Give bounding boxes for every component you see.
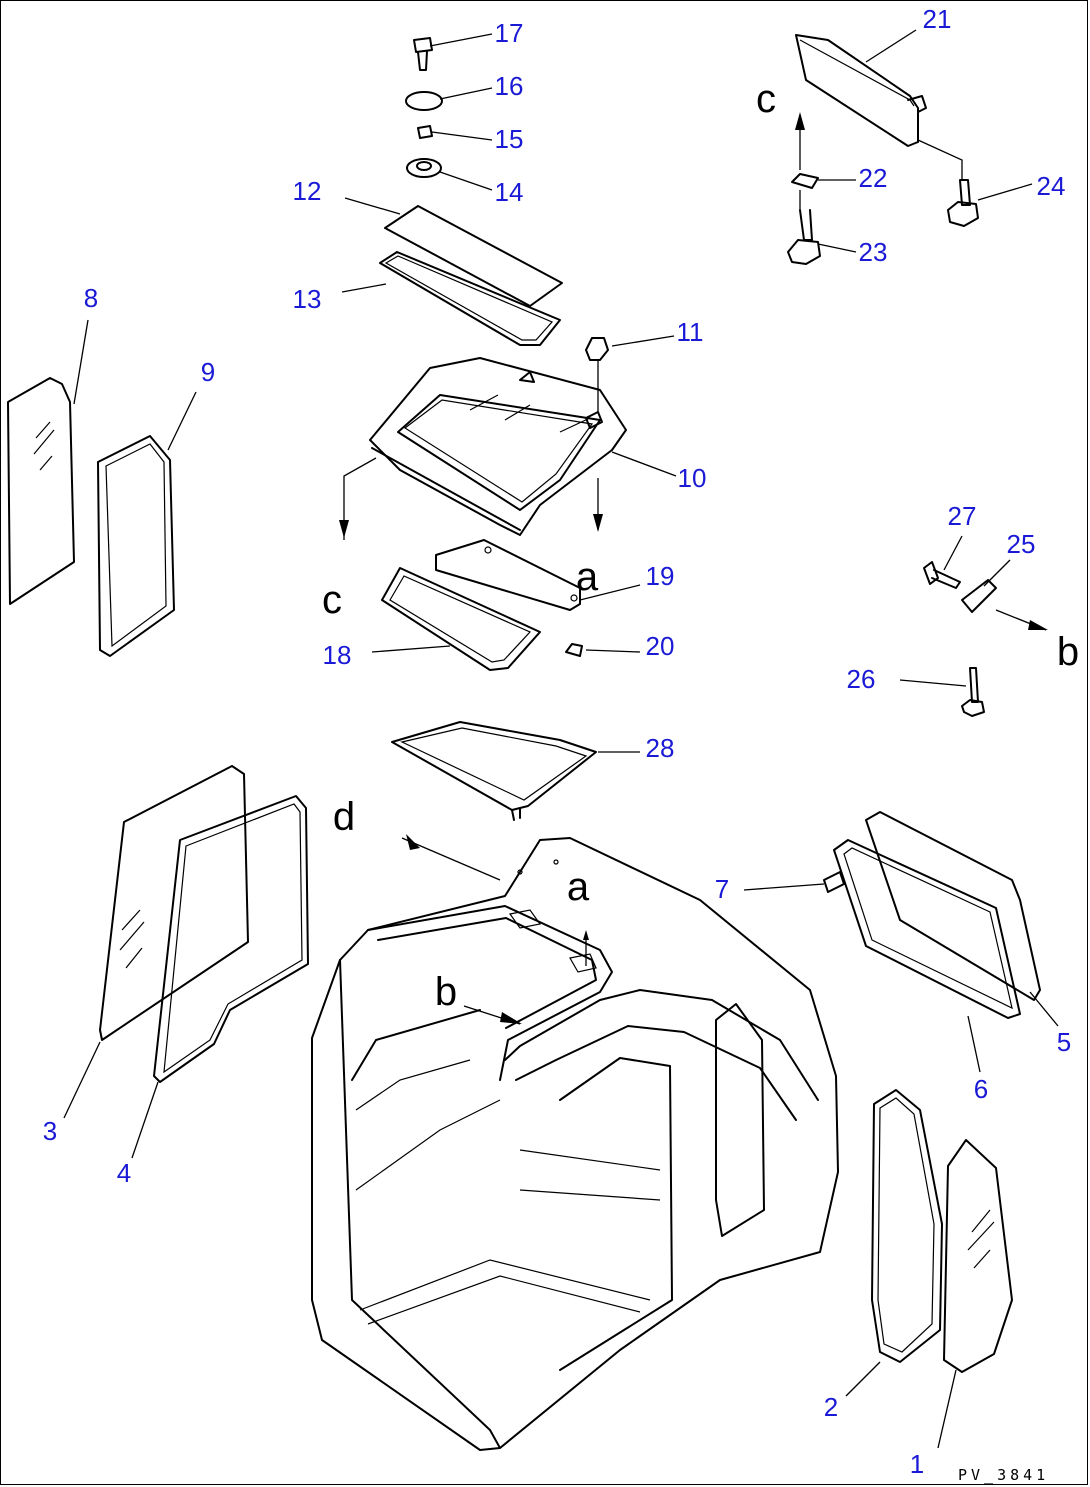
callout-3: 3	[43, 1116, 57, 1146]
callout-1: 1	[910, 1449, 924, 1479]
callout-2: 2	[824, 1392, 838, 1422]
part-5-glass	[865, 811, 1041, 1001]
part-6-seal	[833, 839, 1021, 1019]
part-11-nut	[585, 337, 609, 361]
callout-24: 24	[1037, 171, 1066, 201]
callout-25: 25	[1007, 529, 1036, 559]
callout-23: 23	[859, 237, 888, 267]
part-15-spacer	[417, 125, 433, 139]
part-7-latch	[823, 871, 845, 893]
part-10-roof-frame	[369, 357, 627, 536]
callout-13: 13	[293, 284, 322, 314]
callout-16: 16	[495, 71, 524, 101]
ref-letter-b2: b	[435, 970, 457, 1014]
leader-lines	[63, 29, 1059, 1449]
callout-labels: 1234567891011121314151617181920212223242…	[43, 4, 1071, 1479]
callout-7: 7	[715, 874, 729, 904]
part-26-bolt	[961, 667, 985, 717]
part-16-washer	[405, 91, 443, 111]
callout-4: 4	[117, 1158, 131, 1188]
callout-26: 26	[847, 664, 876, 694]
part-23-bolt	[787, 209, 821, 265]
part-1-glass	[943, 1139, 1013, 1373]
part-22-bracket	[791, 173, 819, 189]
callout-14: 14	[495, 177, 524, 207]
part-3-glass	[99, 765, 249, 1041]
part-12-glass	[384, 205, 563, 307]
ref-letter-b1: b	[1057, 630, 1079, 674]
arrows	[339, 112, 1048, 1025]
callout-9: 9	[201, 357, 215, 387]
callout-27: 27	[948, 501, 977, 531]
ref-letter-c2: c	[322, 578, 342, 622]
part-17-bolt	[413, 37, 433, 71]
part-19-plate	[435, 539, 581, 611]
part-20-clip	[565, 643, 583, 657]
drawing-code: PV_3841	[958, 1466, 1049, 1484]
callout-10: 10	[678, 463, 707, 493]
callout-15: 15	[495, 124, 524, 154]
callout-8: 8	[84, 283, 98, 313]
callout-12: 12	[293, 176, 322, 206]
reference-letters: c c a a b b d	[322, 77, 1079, 1014]
part-8-glass	[7, 377, 75, 605]
ref-letter-a2: a	[567, 865, 590, 909]
part-2-seal	[871, 1089, 943, 1363]
callout-5: 5	[1057, 1027, 1071, 1057]
callout-22: 22	[859, 163, 888, 193]
callout-21: 21	[923, 4, 952, 34]
callout-18: 18	[323, 640, 352, 670]
callout-6: 6	[974, 1074, 988, 1104]
callout-19: 19	[646, 561, 675, 591]
part-25-latch	[961, 579, 997, 613]
part-13-seal	[379, 251, 561, 346]
part-18-seal	[381, 567, 541, 671]
callout-17: 17	[495, 18, 524, 48]
part-28-frame	[391, 721, 597, 821]
ref-letter-d1: d	[333, 795, 355, 839]
part-24-bolt	[947, 179, 979, 227]
part-21-sunvisor	[795, 34, 927, 147]
ref-letter-c1: c	[756, 77, 776, 121]
part-27-pin	[923, 561, 961, 589]
part-14-grommet	[406, 158, 442, 178]
ref-letter-a1: a	[576, 555, 599, 599]
callout-11: 11	[677, 317, 704, 347]
part-9-seal	[97, 435, 175, 657]
callout-20: 20	[646, 631, 675, 661]
cab-body	[311, 837, 839, 1451]
part-4-seal	[153, 795, 309, 1083]
callout-28: 28	[646, 733, 675, 763]
